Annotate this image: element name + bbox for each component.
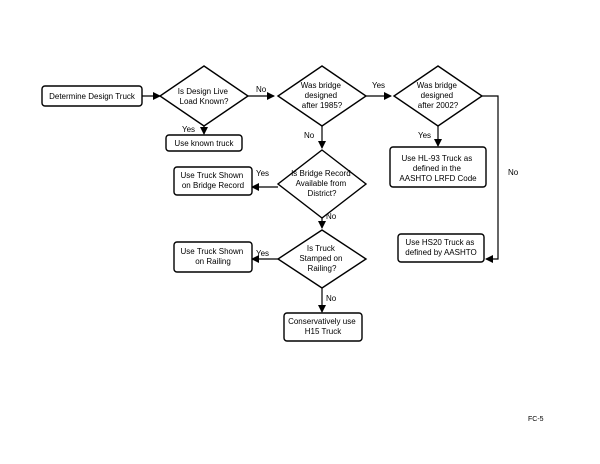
edge-label-live-yes: Yes bbox=[182, 125, 195, 134]
node-use-hl93-truck: Use HL-93 Truck as defined in the AASHTO… bbox=[389, 146, 487, 188]
svg-text:Use Truck Shown on Raili: Use Truck Shown on Railing bbox=[181, 247, 246, 266]
edge-label-2002-no: No bbox=[508, 168, 519, 177]
edge-label-1985-no: No bbox=[304, 131, 315, 140]
node-use-railing-truck: Use Truck Shown on Railing bbox=[173, 241, 253, 273]
svg-text:Determine Design Truck: Determine Design Truck bbox=[49, 92, 136, 101]
node-use-known-truck: Use known truck bbox=[165, 134, 243, 152]
edge-label-record-no: No bbox=[326, 212, 337, 221]
svg-text:Use HL-93 Truck as defin: Use HL-93 Truck as defined in the AASHTO… bbox=[399, 154, 477, 183]
svg-text:Use HS20 Truck as define: Use HS20 Truck as defined by AASHTO bbox=[405, 238, 476, 257]
edge-label-live-no: No bbox=[256, 85, 267, 94]
svg-text:Conservatively use H15 T: Conservatively use H15 Truck bbox=[288, 317, 358, 336]
svg-text:Is Truck Stamped on: Is Truck Stamped on Railing? bbox=[299, 244, 344, 273]
svg-text:Is Bridge Record Availab: Is Bridge Record Available from District… bbox=[291, 169, 353, 198]
decision-designed-after-1985: Was bridge designed after 1985? bbox=[276, 65, 368, 127]
svg-text:Is Design Live Load Know: Is Design Live Load Known? bbox=[178, 87, 230, 106]
svg-text:Was bridge designed: Was bridge designed after 2002? bbox=[417, 81, 459, 110]
edge-label-stamped-yes: Yes bbox=[256, 249, 269, 258]
decision-live-load-known: Is Design Live Load Known? bbox=[158, 65, 250, 127]
node-use-bridge-record-truck: Use Truck Shown on Bridge Record bbox=[173, 166, 253, 196]
svg-text:Was bridge designed: Was bridge designed after 1985? bbox=[301, 81, 343, 110]
node-use-h15-truck: Conservatively use H15 Truck bbox=[283, 312, 363, 342]
edge-label-record-yes: Yes bbox=[256, 169, 269, 178]
edge-label-1985-yes: Yes bbox=[372, 81, 385, 90]
edge-label-2002-yes: Yes bbox=[418, 131, 431, 140]
svg-text:Use Truck Shown on Bridg: Use Truck Shown on Bridge Record bbox=[181, 171, 246, 190]
node-determine-design-truck: Determine Design Truck bbox=[41, 85, 143, 107]
decision-truck-stamped-on-railing: Is Truck Stamped on Railing? bbox=[276, 229, 368, 289]
node-use-hs20-truck: Use HS20 Truck as defined by AASHTO bbox=[397, 233, 485, 263]
decision-bridge-record-available: Is Bridge Record Available from District… bbox=[276, 149, 368, 219]
decision-designed-after-2002: Was bridge designed after 2002? bbox=[392, 65, 484, 127]
edge-label-stamped-no: No bbox=[326, 294, 337, 303]
edge-2002-no bbox=[482, 95, 499, 263]
page-number: FC-5 bbox=[528, 416, 544, 423]
svg-text:Use known truck: Use known truck bbox=[174, 139, 234, 148]
